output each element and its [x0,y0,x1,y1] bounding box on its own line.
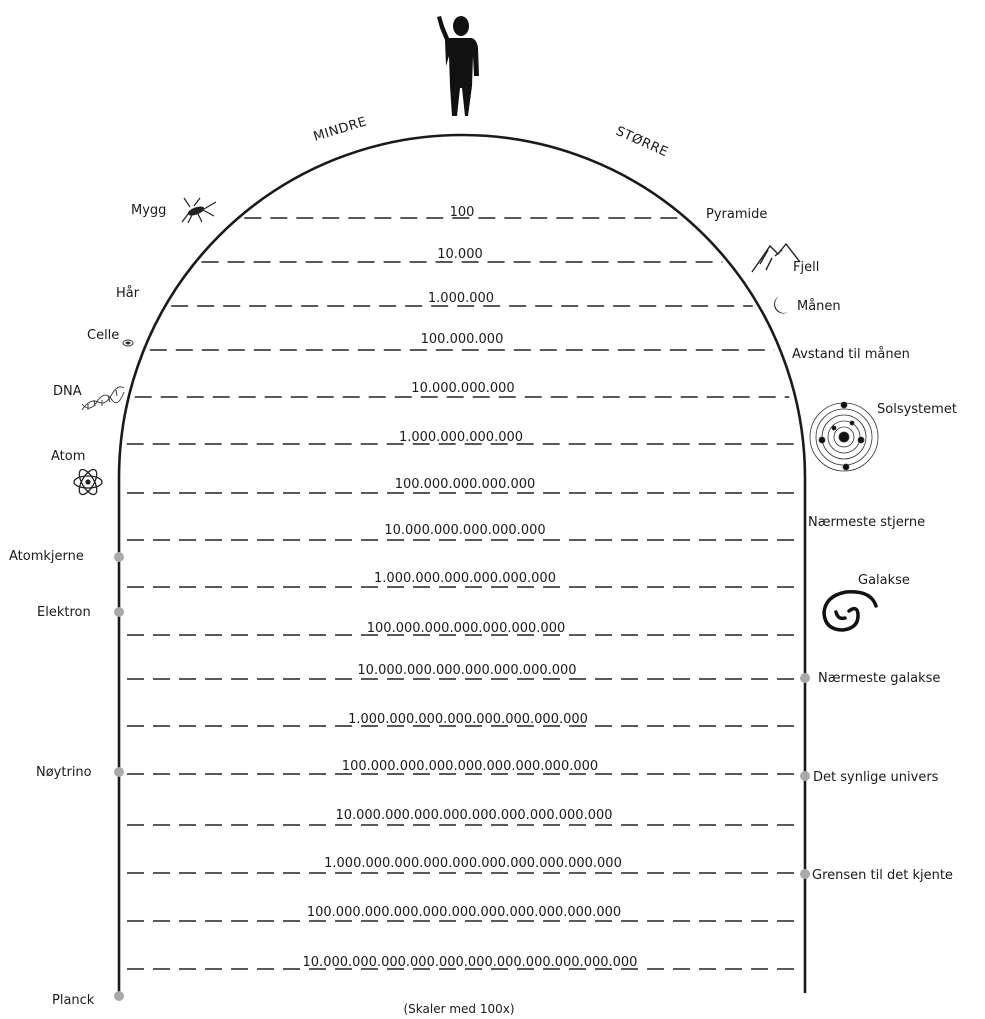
scale-value: 100.000.000.000.000.000.000.000.000.000.… [307,905,621,920]
label-noytrino: Nøytrino [36,765,92,780]
label-galakse: Galakse [858,573,910,588]
scale-value: 10.000.000.000.000.000.000.000.000.000 [335,808,612,823]
marker-dot [114,607,124,617]
scale-value: 1.000.000.000.000 [399,430,523,445]
marker-dot [800,869,810,879]
label-fjell: Fjell [793,260,819,275]
marker-dot [114,767,124,777]
solar-system-icon [809,401,879,472]
scale-value: 1.000.000.000.000.000.000 [374,571,556,586]
smaller-label: MINDRE [312,114,369,144]
label-naermeste-stjerne: Nærmeste stjerne [808,515,925,530]
atom-icon [73,468,103,496]
larger-label: STØRRE [613,124,670,160]
scale-value: 100.000.000.000.000 [395,477,536,492]
marker-dot [800,771,810,781]
scale-value: 1.000.000.000.000.000.000.000.000 [348,712,588,727]
label-atom: Atom [51,449,85,464]
marker-dot [114,552,124,562]
scale-lines [126,217,801,970]
label-har: Hår [116,286,140,301]
spiral-galaxy-icon [822,590,878,632]
label-avstand-til-manen: Avstand til månen [792,347,910,362]
marker-dot [114,991,124,1001]
scale-value: 1.000.000.000.000.000.000.000.000.000.00… [324,856,622,871]
label-celle: Celle [87,328,119,343]
label-pyramide: Pyramide [706,207,767,222]
label-manen: Månen [797,299,841,314]
mosquito-icon [181,197,217,224]
scale-value: 1.000.000 [428,291,494,306]
label-naermeste-galakse: Nærmeste galakse [818,671,940,686]
label-atomkjerne: Atomkjerne [9,549,84,564]
scale-value: 10.000.000.000.000.000 [384,523,545,538]
dna-helix-icon [81,386,125,411]
scale-value: 100.000.000.000.000.000.000 [367,621,566,636]
scale-value: 10.000.000.000.000.000.000.000 [357,663,576,678]
label-planck: Planck [52,993,95,1008]
label-grensen: Grensen til det kjente [812,868,953,883]
scale-value: 10.000.000.000.000.000.000.000.000.000.0… [303,955,638,970]
mountain-icon [751,242,801,273]
scale-value: 10.000.000.000 [411,381,514,396]
cell-icon [122,339,134,347]
label-mygg: Mygg [131,203,166,218]
scale-value: 10.000 [437,247,483,262]
label-solsystemet: Solsystemet [877,402,957,417]
scale-value: 100.000.000 [421,332,504,347]
human-silhouette-icon [437,16,479,116]
footer-note: (Skaler med 100x) [403,1002,514,1016]
marker-dot [800,673,810,683]
scale-value: 100.000.000.000.000.000.000.000.000 [342,759,598,774]
label-synlige-univers: Det synlige univers [813,770,939,785]
label-dna: DNA [53,384,82,399]
diagram-frame [117,133,807,993]
scale-value: 100 [450,205,475,220]
label-elektron: Elektron [37,605,91,620]
crescent-moon-icon [774,296,788,314]
